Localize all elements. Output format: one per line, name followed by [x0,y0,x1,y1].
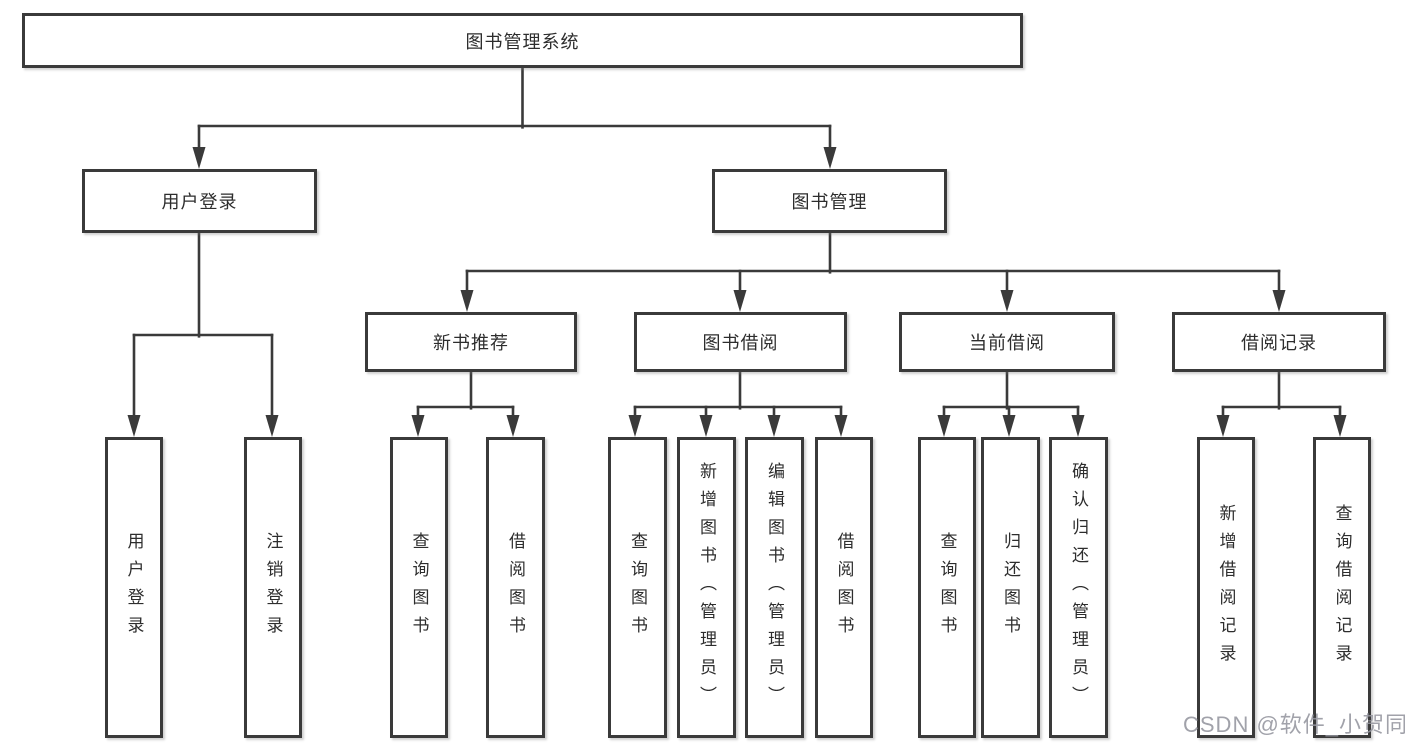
node-book-borrow: 图书借阅 [634,312,847,372]
edges-current-borrow-children [937,370,1085,437]
node-new-book-recommend: 新书推荐 [365,312,577,372]
leaf-borrow-books-recommend: 借阅图书 [486,437,545,738]
node-user-login: 用户登录 [82,169,317,233]
leaf-edit-books-admin: 编辑图书（管理员） [745,437,804,738]
node-root: 图书管理系统 [22,13,1023,68]
edges-borrow-records-children [1216,370,1347,437]
node-user-login-label: 用户登录 [161,192,238,212]
edges-book-borrow-children [628,370,848,437]
leaf-query-books-recommend: 查询图书 [390,437,448,738]
leaf-return-books-label: 归还图书 [1001,531,1020,644]
node-borrow-records-label: 借阅记录 [1241,333,1317,353]
leaf-borrow-books: 借阅图书 [815,437,873,738]
edges-root-to-level2 [192,64,837,169]
leaf-borrow-books-recommend-label: 借阅图书 [506,531,525,644]
node-book-management-label: 图书管理 [791,192,868,212]
node-current-borrow: 当前借阅 [899,312,1115,372]
node-book-management: 图书管理 [712,169,947,233]
leaf-return-books: 归还图书 [981,437,1040,738]
leaf-query-books-borrow: 查询图书 [608,437,667,738]
leaf-query-borrow-record-label: 查询借阅记录 [1332,503,1352,672]
leaf-add-books-admin: 新增图书（管理员） [677,437,736,738]
leaf-query-borrow-record: 查询借阅记录 [1313,437,1371,738]
leaf-user-login: 用户登录 [105,437,163,738]
node-book-borrow-label: 图书借阅 [702,333,779,353]
node-root-label: 图书管理系统 [465,31,580,52]
edges-user-login-children [127,231,279,437]
leaf-query-books-borrow-label: 查询图书 [628,531,647,644]
leaf-query-books-current-label: 查询图书 [937,531,957,644]
leaf-borrow-books-label: 借阅图书 [834,531,854,644]
leaf-add-books-admin-label: 新增图书（管理员） [697,461,716,714]
leaf-edit-books-admin-label: 编辑图书（管理员） [765,461,784,714]
leaf-confirm-return-admin-label: 确认归还（管理员） [1069,461,1088,714]
node-new-book-recommend-label: 新书推荐 [433,333,509,353]
leaf-add-borrow-record: 新增借阅记录 [1197,437,1255,738]
leaf-logout-label: 注销登录 [263,531,283,644]
node-current-borrow-label: 当前借阅 [969,333,1045,353]
leaf-add-borrow-record-label: 新增借阅记录 [1216,503,1236,672]
node-borrow-records: 借阅记录 [1172,312,1386,372]
edges-new-book-recommend-children [411,370,520,437]
leaf-logout: 注销登录 [244,437,302,738]
csdn-watermark: CSDN @软件_小贺同学 [1183,712,1405,737]
leaf-confirm-return-admin: 确认归还（管理员） [1049,437,1108,738]
edges-book-management-children [460,231,1286,312]
leaf-query-books-current: 查询图书 [918,437,976,738]
leaf-user-login-label: 用户登录 [124,531,144,644]
leaf-query-books-recommend-label: 查询图书 [409,531,429,644]
